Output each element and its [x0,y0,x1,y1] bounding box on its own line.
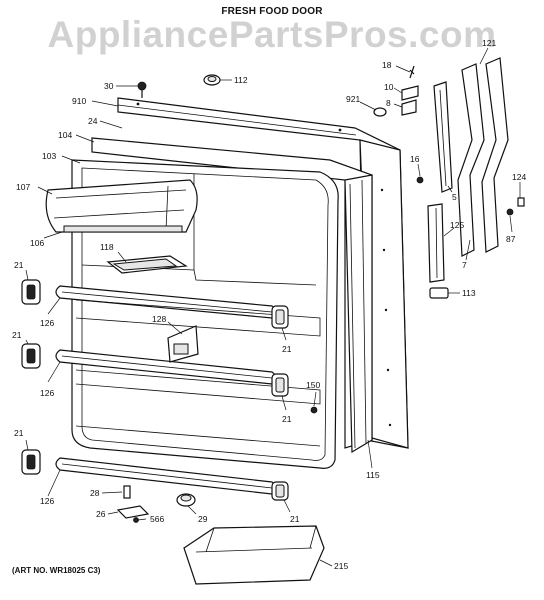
callout-21d: 21 [282,414,292,424]
dairy-door [45,179,198,233]
art-number: (ART NO. WR18025 C3) [12,566,101,575]
callout-126c: 126 [40,496,54,506]
callout-107: 107 [16,182,30,192]
hinge-part-10 [401,85,419,101]
shelf-end-cap-right-lower [271,481,289,501]
callout-21b: 21 [12,330,22,340]
callout-7: 7 [462,260,467,270]
shelf-end-cap-left-lower [21,449,41,475]
part-29 [176,493,196,507]
callout-29: 29 [198,514,208,524]
callout-16: 16 [410,154,420,164]
callout-113: 113 [462,288,476,298]
callout-24: 24 [88,116,98,126]
callout-112: 112 [234,75,248,85]
callout-28: 28 [90,488,100,498]
diagram-title: FRESH FOOD DOOR [221,6,323,17]
clip-part-113 [429,287,449,299]
shelf-end-cap-left-middle [21,343,41,369]
callout-103: 103 [42,151,56,161]
callout-125: 125 [450,220,464,230]
dairy-bucket [106,255,188,274]
callout-124: 124 [512,172,526,182]
callout-115: 115 [366,470,380,480]
door-gasket [91,137,373,454]
callout-8: 8 [386,98,391,108]
callout-87: 87 [506,234,516,244]
callout-104: 104 [58,130,72,140]
screw-part-566 [133,517,139,523]
callout-26: 26 [96,509,106,519]
callout-18: 18 [382,60,392,70]
screw-part-87 [506,208,514,216]
callout-566: 566 [150,514,164,524]
shelf-end-cap-left-upper [21,279,41,305]
part-124 [517,197,525,207]
callout-21c: 21 [282,344,292,354]
callout-30: 30 [104,81,114,91]
shelf-end-cap-right-middle [271,373,289,397]
callout-labels: 30 112 910 24 104 103 107 106 118 21 126… [12,38,526,571]
hinge-part-18 [409,65,415,79]
handle-bracket-5 [433,81,453,193]
callout-910: 910 [72,96,86,106]
door-bin-215 [183,525,325,585]
hinge-cap-921 [373,107,387,117]
hinge-strap-121 [457,57,509,257]
callout-128: 128 [152,314,166,324]
shelf-divider [167,325,199,363]
callout-121: 121 [482,38,496,48]
plug-part-112 [203,74,221,86]
callout-126a: 126 [40,318,54,328]
leader-lines [25,47,521,567]
shelf-rail-lower [55,457,277,495]
screw-part-16 [416,176,424,184]
part-28 [123,485,131,499]
part-26 [116,505,150,519]
callout-21e: 21 [14,428,24,438]
screw-part-150 [310,406,318,414]
shelf-end-cap-right-upper [271,305,289,329]
callout-21f: 21 [290,514,300,524]
callout-10: 10 [384,82,394,92]
callout-5: 5 [452,192,457,202]
callout-150: 150 [306,380,320,390]
callout-215: 215 [334,561,348,571]
callout-21a: 21 [14,260,24,270]
screw-part-30 [137,81,147,98]
handle-strip-125 [427,203,445,283]
callout-126b: 126 [40,388,54,398]
callout-106: 106 [30,238,44,248]
callout-118: 118 [100,242,114,252]
watermark: AppliancePartsPros.com [47,14,497,55]
hinge-part-8 [401,99,417,116]
callout-921: 921 [346,94,360,104]
